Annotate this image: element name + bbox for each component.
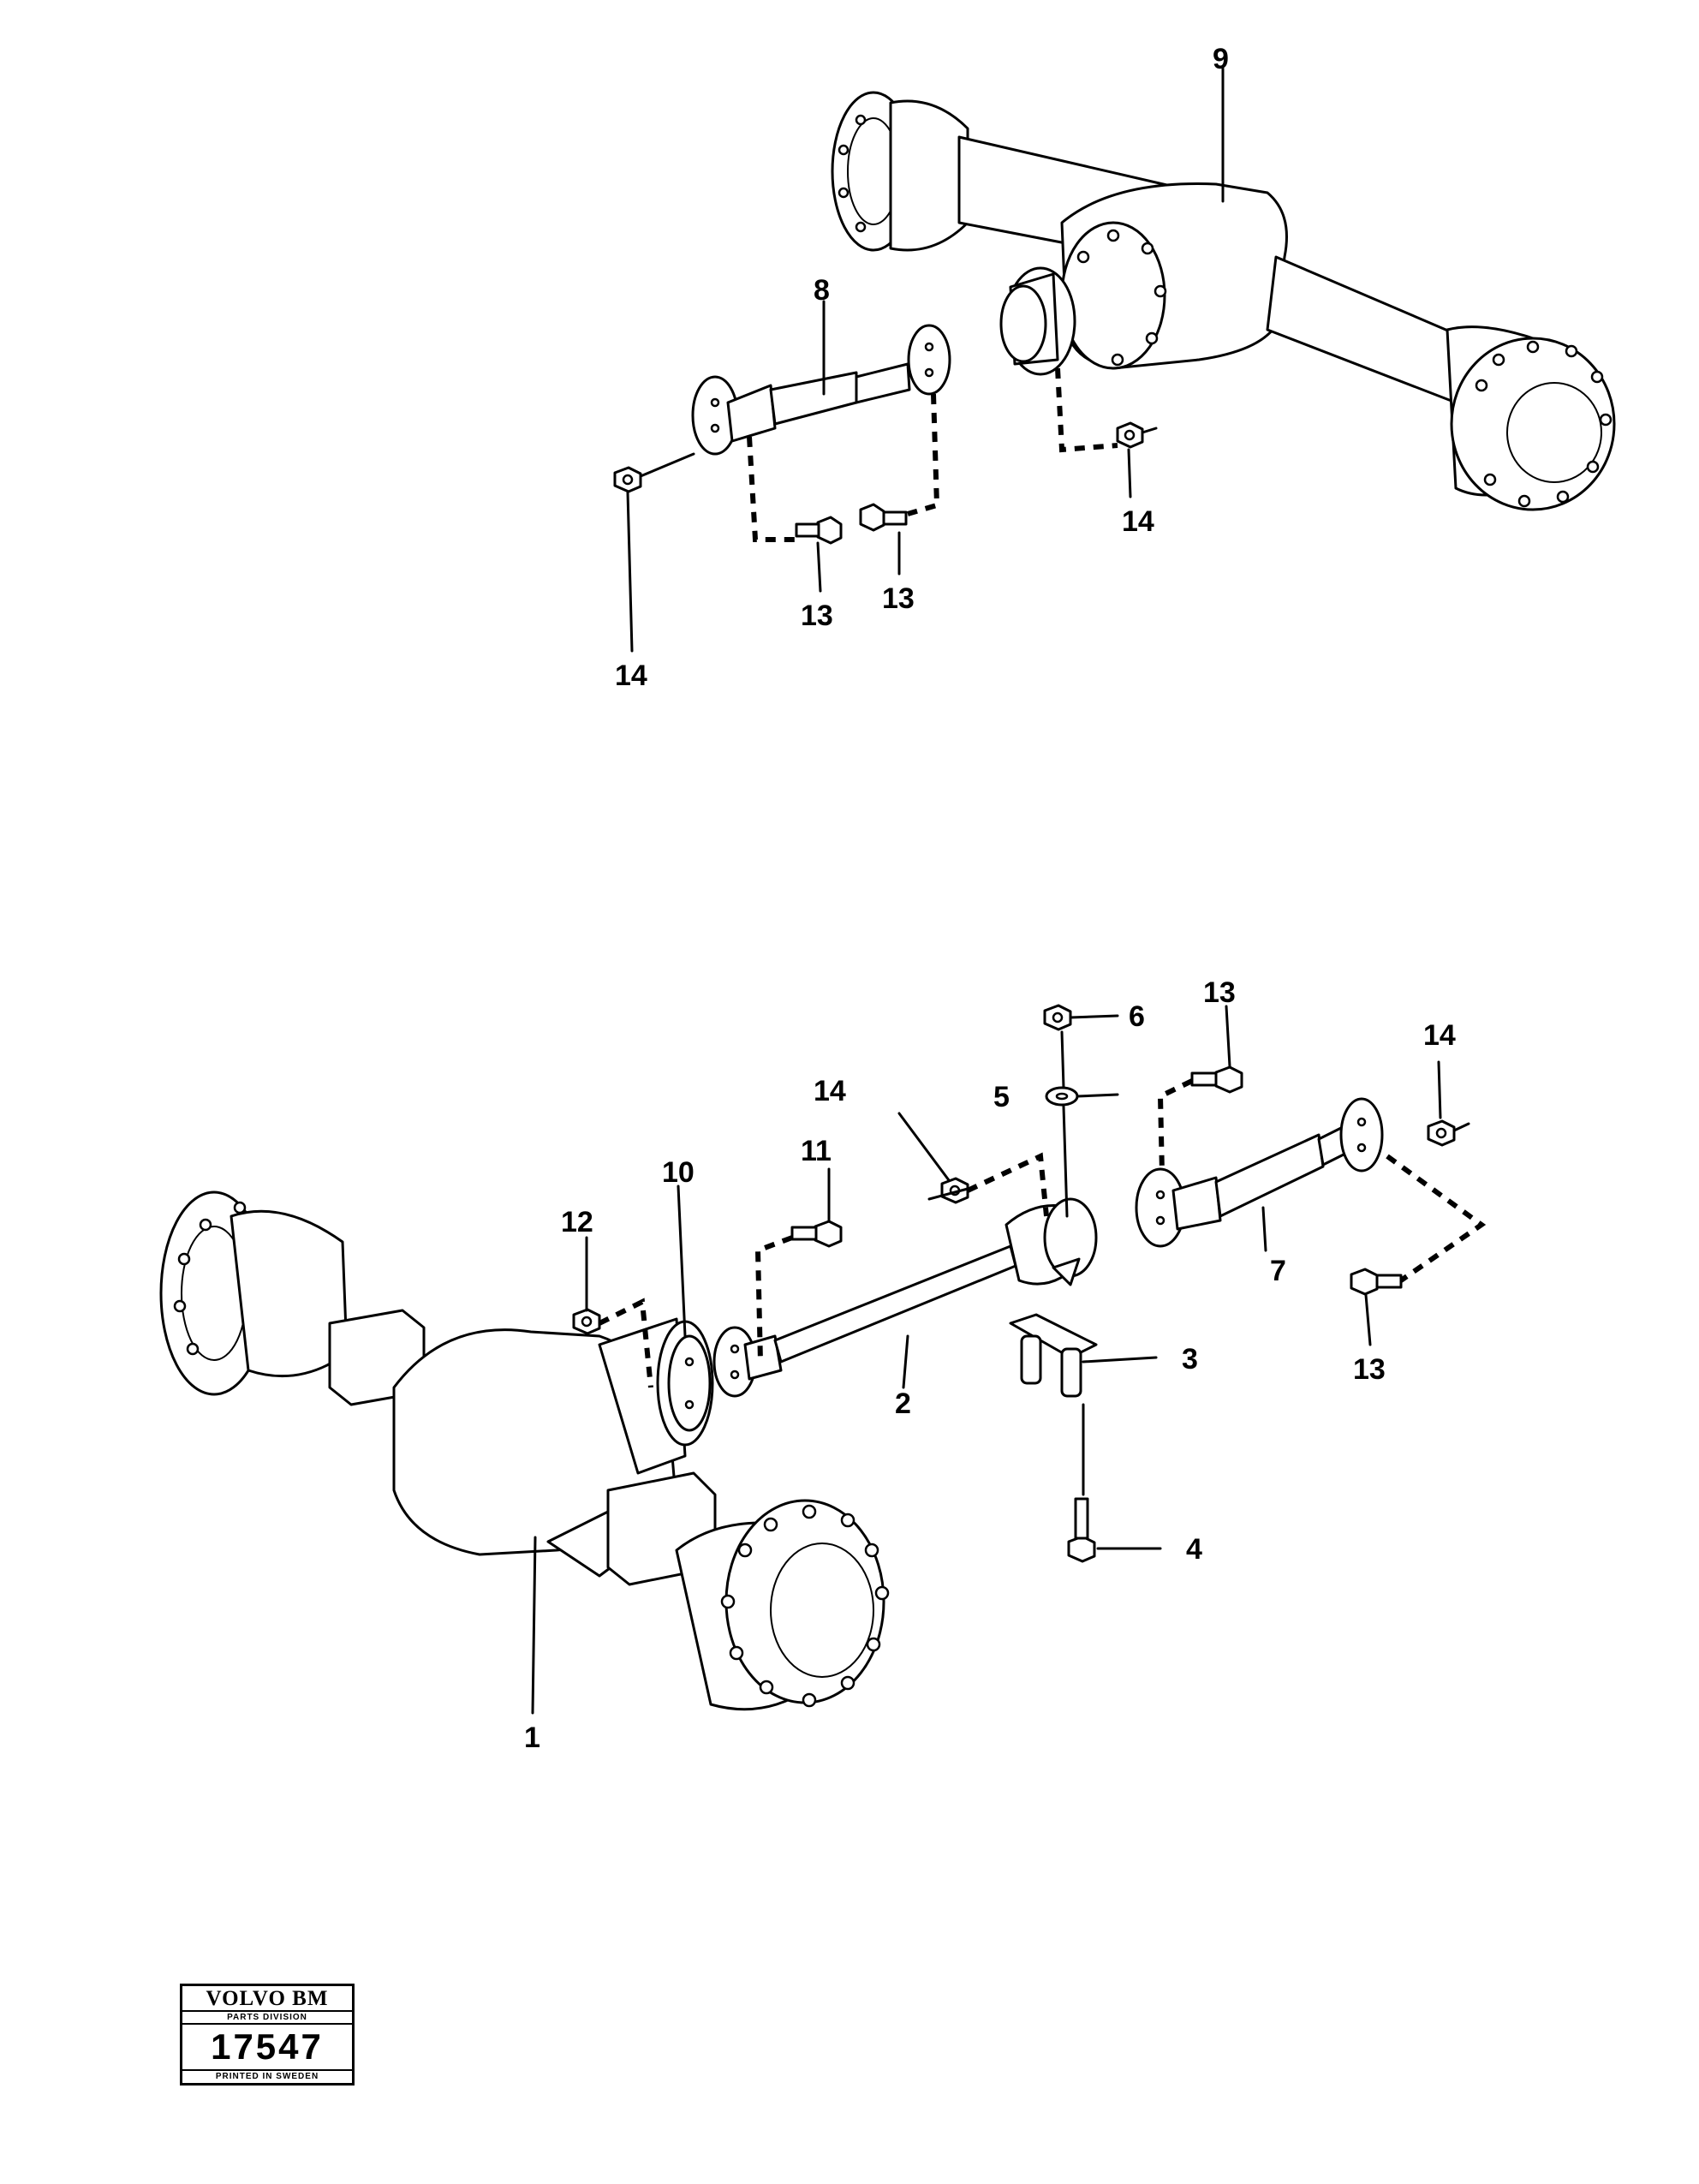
nut-6	[1043, 1004, 1072, 1031]
callout-14: 14	[615, 659, 647, 692]
front-axle-1	[159, 1190, 890, 1711]
callout-3: 3	[1182, 1343, 1198, 1375]
flange-10	[667, 1334, 712, 1432]
callout-12: 12	[561, 1206, 593, 1238]
callout-11: 11	[801, 1135, 832, 1167]
callout-13: 13	[801, 600, 833, 632]
callout-13: 13	[1203, 976, 1236, 1009]
bolt-11	[790, 1220, 843, 1248]
callout-4: 4	[1186, 1533, 1202, 1566]
callout-14: 14	[814, 1075, 846, 1107]
stamp-printed: PRINTED IN SWEDEN	[215, 2072, 319, 2081]
callout-5: 5	[993, 1081, 1010, 1113]
callout-6: 6	[1129, 1000, 1145, 1033]
callout-7: 7	[1270, 1255, 1286, 1287]
nut-12	[572, 1308, 601, 1335]
propeller-shaft-7	[1135, 1097, 1384, 1248]
bracket-3	[1009, 1313, 1098, 1398]
bolt-13-lower	[1350, 1268, 1403, 1296]
stamp-number: 17547	[182, 2025, 352, 2071]
bolt-13-upper	[1190, 1065, 1243, 1094]
bolt-13-top-a	[795, 516, 843, 545]
callout-14: 14	[1423, 1019, 1456, 1052]
volvo-bm-parts-stamp: VOLVO BM PARTS DIVISION 17547 PRINTED IN…	[180, 1984, 355, 2086]
callout-13: 13	[1353, 1353, 1386, 1386]
callout-13: 13	[882, 582, 915, 615]
rear-axle-9	[831, 91, 1616, 511]
callout-1: 1	[524, 1722, 540, 1754]
washer-5	[1045, 1086, 1079, 1107]
callout-10: 10	[662, 1156, 695, 1189]
callout-8: 8	[814, 274, 830, 307]
stamp-division: PARTS DIVISION	[182, 2012, 352, 2025]
nut-14-top-right	[1116, 421, 1144, 449]
propeller-shaft-2	[712, 1197, 1098, 1398]
callout-2: 2	[895, 1387, 911, 1420]
bolt-13-top-b	[859, 503, 908, 532]
propeller-shaft-8	[691, 324, 951, 456]
callout-14: 14	[1122, 505, 1154, 538]
callout-9: 9	[1213, 43, 1229, 75]
nut-14-right	[1427, 1119, 1456, 1147]
nut-14-top-left	[613, 466, 642, 493]
stamp-brand: VOLVO BM	[182, 1986, 352, 2012]
bolt-4	[1067, 1497, 1096, 1563]
